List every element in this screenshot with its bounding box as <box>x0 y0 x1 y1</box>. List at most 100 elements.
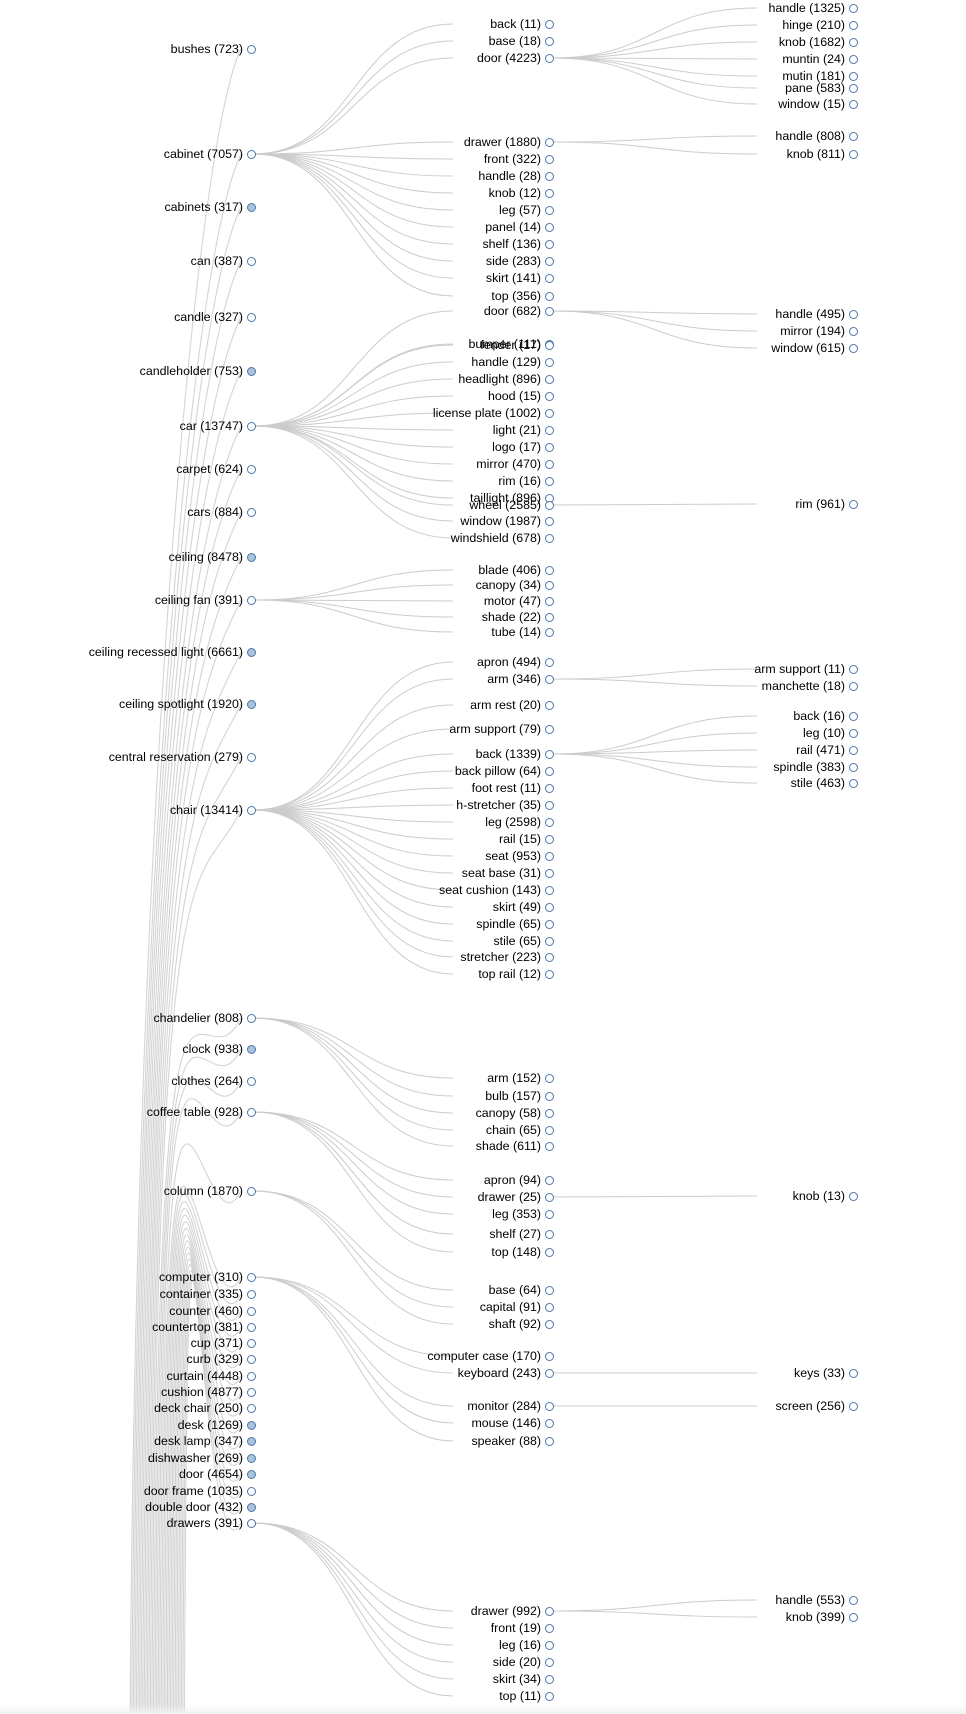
tree-node-computer-case[interactable]: computer case (170) <box>0 1349 554 1363</box>
tree-node-foot-rest[interactable]: foot rest (11) <box>0 781 554 795</box>
tree-node-apron[interactable]: apron (94) <box>0 1173 554 1187</box>
node-circle-icon[interactable] <box>545 700 554 710</box>
tree-node-door-frame[interactable]: door frame (1035) <box>0 1484 256 1498</box>
tree-node-h-stretcher[interactable]: h-stretcher (35) <box>0 798 554 812</box>
node-circle-icon[interactable] <box>247 1387 256 1397</box>
tree-node-top[interactable]: top (148) <box>0 1245 554 1259</box>
tree-node-seat-base[interactable]: seat base (31) <box>0 866 554 880</box>
node-circle-icon[interactable] <box>849 343 858 353</box>
tree-node-rail[interactable]: rail (471) <box>0 743 858 757</box>
node-circle-icon[interactable] <box>247 256 256 266</box>
node-circle-icon[interactable] <box>849 778 858 788</box>
node-circle-icon[interactable] <box>545 952 554 962</box>
node-circle-icon[interactable] <box>849 681 858 691</box>
node-circle-icon[interactable] <box>545 171 554 181</box>
tree-node-shade[interactable]: shade (611) <box>0 1139 554 1153</box>
tree-node-hinge[interactable]: hinge (210) <box>0 18 858 32</box>
node-circle-icon[interactable] <box>545 1141 554 1151</box>
node-circle-icon[interactable] <box>545 391 554 401</box>
tree-node-license-plate[interactable]: license plate (1002) <box>0 406 554 420</box>
node-circle-icon[interactable] <box>545 627 554 637</box>
node-circle-icon[interactable] <box>545 1108 554 1118</box>
tree-node-countertop[interactable]: countertop (381) <box>0 1320 256 1334</box>
node-circle-icon[interactable] <box>545 1436 554 1446</box>
tree-node-shelf[interactable]: shelf (27) <box>0 1227 554 1241</box>
tree-node-side[interactable]: side (20) <box>0 1655 554 1669</box>
node-circle-icon[interactable] <box>545 565 554 575</box>
tree-node-keyboard[interactable]: keyboard (243) <box>0 1366 554 1380</box>
tree-node-skirt[interactable]: skirt (49) <box>0 900 554 914</box>
node-circle-icon[interactable] <box>545 408 554 418</box>
node-circle-icon[interactable] <box>545 674 554 684</box>
tree-node-candle[interactable]: candle (327) <box>0 310 256 324</box>
node-circle-icon[interactable] <box>545 766 554 776</box>
tree-node-wheel[interactable]: wheel (2585) <box>0 498 554 512</box>
tree-node-base[interactable]: base (18) <box>0 34 554 48</box>
tree-node-cabinets[interactable]: cabinets (317) <box>0 200 256 214</box>
tree-node-carpet[interactable]: carpet (624) <box>0 462 256 476</box>
node-circle-icon[interactable] <box>849 762 858 772</box>
tree-node-chandelier[interactable]: chandelier (808) <box>0 1011 256 1025</box>
tree-node-handle[interactable]: handle (495) <box>0 307 858 321</box>
tree-node-dishwasher[interactable]: dishwasher (269) <box>0 1451 256 1465</box>
node-circle-icon[interactable] <box>849 99 858 109</box>
tree-node-window[interactable]: window (15) <box>0 97 858 111</box>
tree-node-drawer[interactable]: drawer (25) <box>0 1190 554 1204</box>
node-circle-icon[interactable] <box>545 19 554 29</box>
node-circle-icon[interactable] <box>247 1371 256 1381</box>
tree-node-cars[interactable]: cars (884) <box>0 505 256 519</box>
tree-node-ceiling[interactable]: ceiling (8478) <box>0 550 256 564</box>
node-circle-icon[interactable] <box>247 312 256 322</box>
tree-node-leg[interactable]: leg (353) <box>0 1207 554 1221</box>
node-circle-icon[interactable] <box>545 442 554 452</box>
tree-node-desk-lamp[interactable]: desk lamp (347) <box>0 1434 256 1448</box>
node-circle-icon[interactable] <box>247 1502 256 1512</box>
tree-node-clock[interactable]: clock (938) <box>0 1042 256 1056</box>
node-circle-icon[interactable] <box>849 1595 858 1605</box>
node-circle-icon[interactable] <box>247 464 256 474</box>
tree-node-pane[interactable]: pane (583) <box>0 81 858 95</box>
tree-node-knob[interactable]: knob (399) <box>0 1610 858 1624</box>
tree-node-coffee-table[interactable]: coffee table (928) <box>0 1105 256 1119</box>
node-circle-icon[interactable] <box>849 149 858 159</box>
tree-node-spindle[interactable]: spindle (383) <box>0 760 858 774</box>
node-circle-icon[interactable] <box>247 595 256 605</box>
tree-node-speaker[interactable]: speaker (88) <box>0 1434 554 1448</box>
tree-node-arm-rest[interactable]: arm rest (20) <box>0 698 554 712</box>
tree-node-canopy[interactable]: canopy (34) <box>0 578 554 592</box>
node-circle-icon[interactable] <box>545 969 554 979</box>
node-circle-icon[interactable] <box>247 44 256 54</box>
node-circle-icon[interactable] <box>545 1691 554 1701</box>
node-circle-icon[interactable] <box>545 425 554 435</box>
node-circle-icon[interactable] <box>849 3 858 13</box>
tree-node-stile[interactable]: stile (65) <box>0 934 554 948</box>
node-circle-icon[interactable] <box>247 552 256 562</box>
node-circle-icon[interactable] <box>545 612 554 622</box>
node-circle-icon[interactable] <box>545 834 554 844</box>
node-circle-icon[interactable] <box>247 1107 256 1117</box>
tree-node-back[interactable]: back (11) <box>0 17 554 31</box>
tree-node-car[interactable]: car (13747) <box>0 419 256 433</box>
tree-node-stretcher[interactable]: stretcher (223) <box>0 950 554 964</box>
tree-node-shaft[interactable]: shaft (92) <box>0 1317 554 1331</box>
node-circle-icon[interactable] <box>849 1191 858 1201</box>
node-circle-icon[interactable] <box>545 476 554 486</box>
node-circle-icon[interactable] <box>545 1192 554 1202</box>
node-circle-icon[interactable] <box>247 752 256 762</box>
node-circle-icon[interactable] <box>545 374 554 384</box>
tree-node-computer[interactable]: computer (310) <box>0 1270 256 1284</box>
node-circle-icon[interactable] <box>545 749 554 759</box>
tree-node-panel[interactable]: panel (14) <box>0 220 554 234</box>
tree-node-light[interactable]: light (21) <box>0 423 554 437</box>
node-circle-icon[interactable] <box>545 1209 554 1219</box>
node-circle-icon[interactable] <box>247 1306 256 1316</box>
tree-node-handle[interactable]: handle (1325) <box>0 1 858 15</box>
node-circle-icon[interactable] <box>545 1657 554 1667</box>
tree-node-headlight[interactable]: headlight (896) <box>0 372 554 386</box>
tree-node-desk[interactable]: desk (1269) <box>0 1418 256 1432</box>
tree-node-manchette[interactable]: manchette (18) <box>0 679 858 693</box>
tree-node-clothes[interactable]: clothes (264) <box>0 1074 256 1088</box>
node-circle-icon[interactable] <box>545 1606 554 1616</box>
tree-node-bulb[interactable]: bulb (157) <box>0 1089 554 1103</box>
tree-node-rim[interactable]: rim (961) <box>0 497 858 511</box>
